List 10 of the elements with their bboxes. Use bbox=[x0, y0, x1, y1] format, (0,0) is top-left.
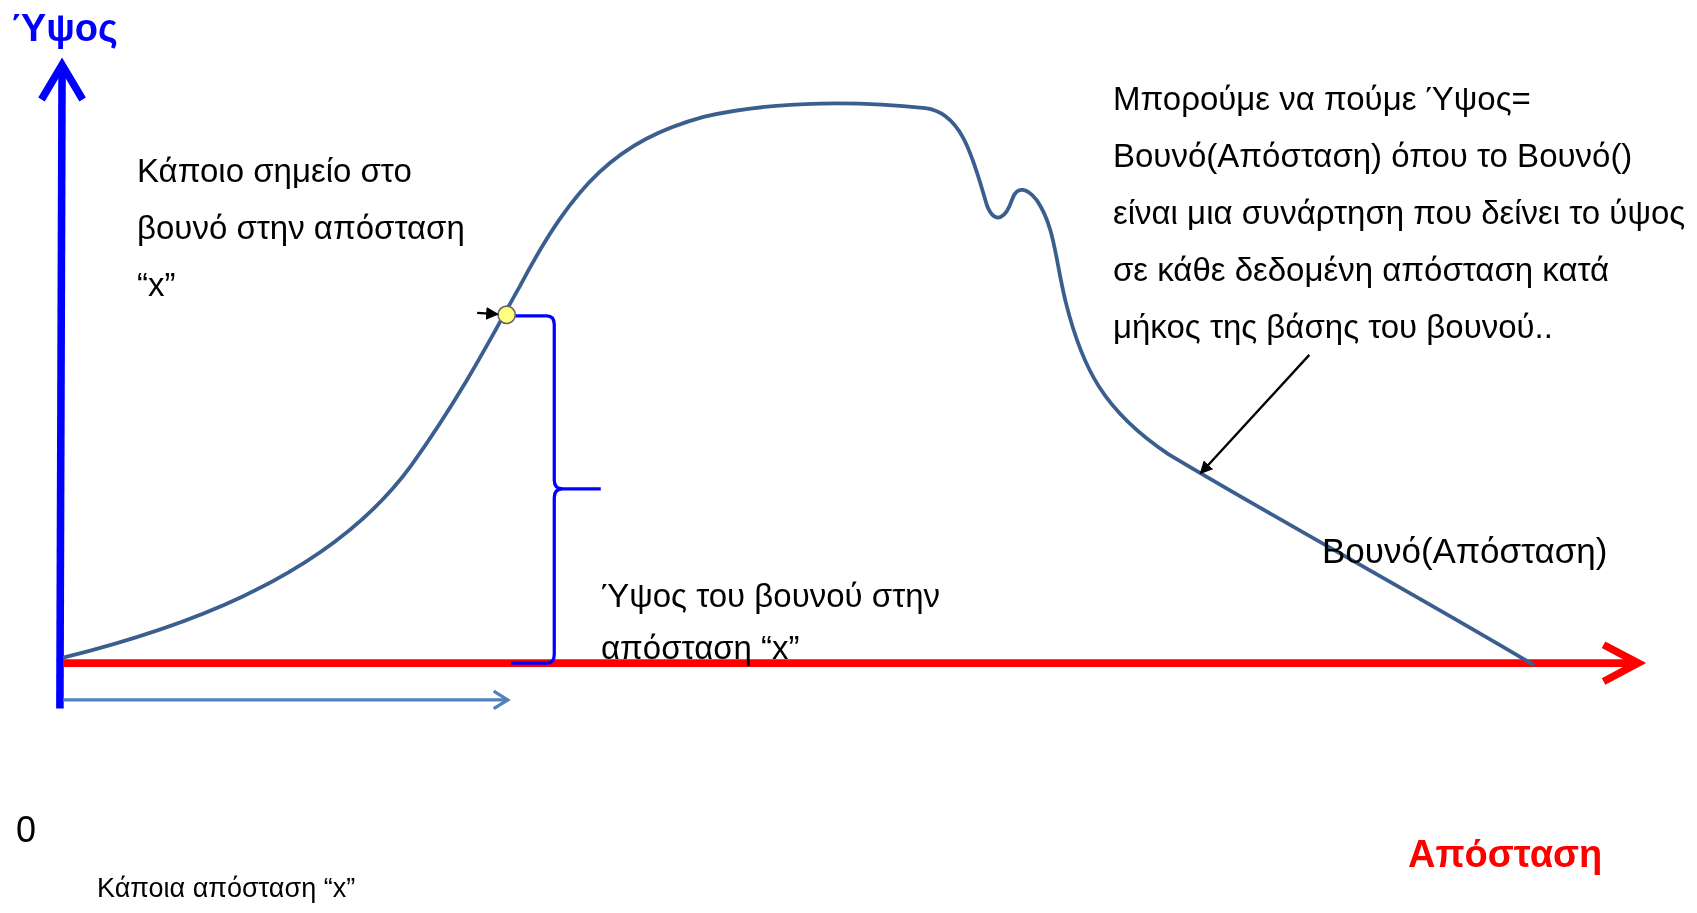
leader-line bbox=[477, 306, 500, 320]
axis-title: Απόσταση bbox=[1408, 832, 1603, 877]
axis-title: Ύψος bbox=[11, 6, 118, 51]
annotation-text: Κάποιο σημείο στο βουνό στην απόσταση “x” bbox=[137, 142, 477, 313]
annotation-label: Ύψος του βουνού στην απόσταση “x” bbox=[601, 576, 942, 668]
leader-line bbox=[1199, 354, 1311, 475]
point-marker bbox=[497, 305, 517, 325]
annotation-label: 0 bbox=[16, 808, 37, 852]
annotation-label: Κάποια απόσταση “x” bbox=[97, 872, 356, 905]
annotation-text: Μπορούμε να πούμε Ύψος= Βουνό(Απόσταση) όπου το Βουνό() είναι μια συνάρτηση που δείνει το ύψος σε κάθε δεδομένη απόσταση κατά μήκος της βάσης του βουνού.. bbox=[1113, 70, 1697, 355]
